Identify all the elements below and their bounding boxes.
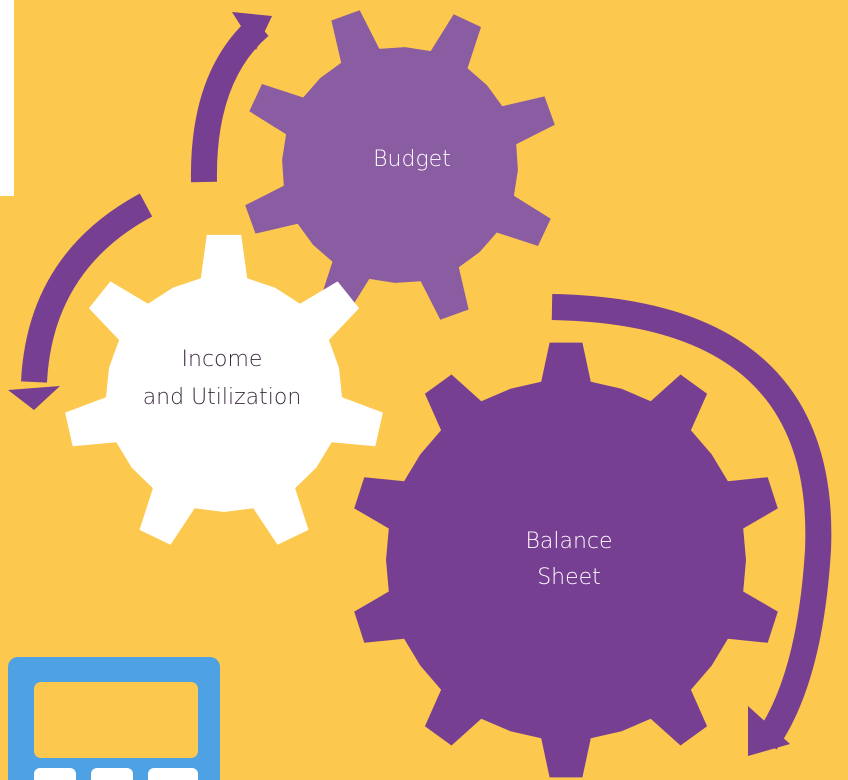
income-label-line-2: and Utilization xyxy=(143,385,302,410)
arrow-to-balance xyxy=(551,294,832,750)
arrow-to-budget xyxy=(190,16,269,183)
arrow-to-income xyxy=(21,193,153,383)
calculator-screen xyxy=(34,682,198,758)
calculator-key xyxy=(148,768,198,780)
budget-label: Budget xyxy=(373,147,451,172)
balance-sheet-gear xyxy=(354,342,778,778)
calculator-key xyxy=(34,768,76,780)
income-label-line-1: Income xyxy=(182,347,263,372)
arrow-head-budget xyxy=(232,12,272,50)
balance-label-line-1: Balance xyxy=(525,529,612,554)
budget-gear xyxy=(245,10,555,320)
arrow-head-balance xyxy=(748,706,790,756)
arrow-head-income xyxy=(8,386,60,410)
white-panel xyxy=(0,0,14,196)
circular-arrows-icon xyxy=(8,12,832,756)
calculator-key xyxy=(91,768,133,780)
balance-label-line-2: Sheet xyxy=(537,565,601,590)
income-utilization-gear xyxy=(65,234,383,545)
calculator-icon xyxy=(8,657,220,780)
